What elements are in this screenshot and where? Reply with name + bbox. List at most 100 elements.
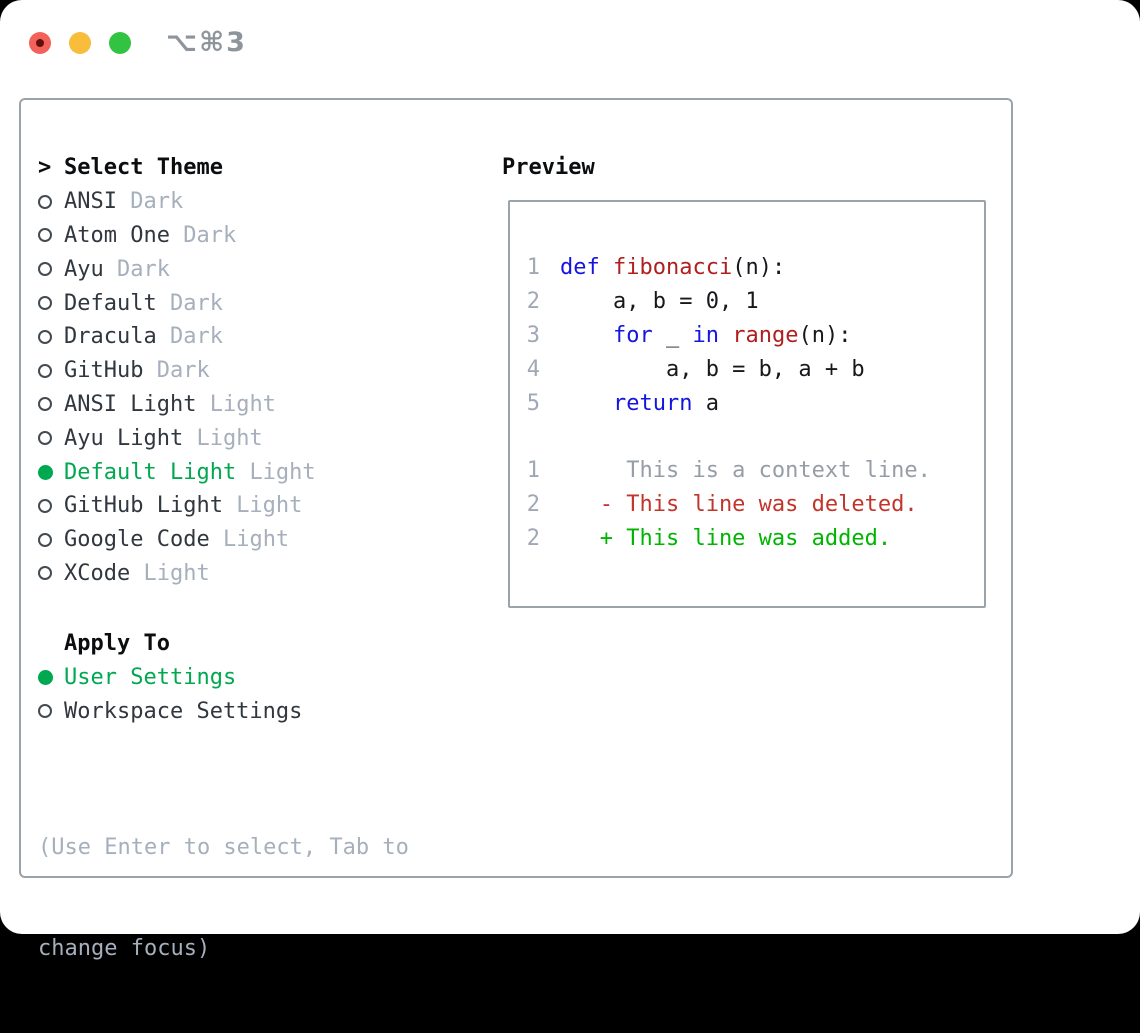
radio-icon xyxy=(38,431,52,446)
theme-variant: Dark xyxy=(156,358,210,384)
line-number: 2 xyxy=(526,525,540,551)
theme-option-atom-one[interactable]: Atom One Dark xyxy=(38,219,316,253)
preview-title: Preview xyxy=(502,155,595,181)
minimize-button[interactable] xyxy=(69,31,91,54)
close-button[interactable] xyxy=(29,31,51,54)
radio-icon xyxy=(38,296,52,311)
focus-caret-icon: > xyxy=(38,155,52,181)
theme-option-default-light[interactable]: Default Light Light xyxy=(38,455,316,489)
theme-variant: Light xyxy=(222,527,290,553)
theme-name: Google Code xyxy=(64,527,223,553)
radio-selected-icon xyxy=(38,464,53,480)
theme-option-github-light[interactable]: GitHub Light Light xyxy=(38,489,316,523)
theme-variant: Light xyxy=(209,391,276,417)
line-number: 2 xyxy=(526,491,540,517)
apply-option-workspace-settings[interactable]: Workspace Settings xyxy=(38,695,302,729)
code-line: 3 for _ in range(n): xyxy=(510,319,984,353)
theme-variant: Dark xyxy=(130,189,184,215)
line-content: + This line was added. xyxy=(560,525,892,551)
unsaved-changes-dot-icon xyxy=(36,38,44,47)
theme-name: Default xyxy=(64,290,170,316)
apply-to-title: Apply To xyxy=(64,631,170,657)
theme-list-header: > Select Theme xyxy=(38,151,316,185)
radio-icon xyxy=(38,397,52,412)
radio-icon xyxy=(38,704,52,719)
theme-option-google-code[interactable]: Google Code Light xyxy=(38,523,316,557)
diff-line: 2 + This line was added. xyxy=(510,521,984,555)
diff-line: 1 This is a context line. xyxy=(510,454,984,488)
theme-name: ANSI xyxy=(64,189,131,215)
window-shortcut-label: ⌥⌘3 xyxy=(166,27,247,58)
code-line: 1 def fibonacci(n): xyxy=(510,251,984,285)
radio-icon xyxy=(38,262,52,277)
theme-name: XCode xyxy=(64,560,144,586)
line-number: 4 xyxy=(526,356,540,382)
theme-option-ansi-light[interactable]: ANSI Light Light xyxy=(38,388,316,422)
radio-selected-icon xyxy=(38,670,53,686)
line-content: - This line was deleted. xyxy=(560,491,918,517)
theme-option-default[interactable]: Default Dark xyxy=(38,286,316,320)
line-content: for _ in range(n): xyxy=(612,322,852,348)
line-content: a, b = b, a + b xyxy=(560,356,865,382)
apply-to-header: Apply To xyxy=(38,627,302,661)
line-number: 1 xyxy=(526,255,540,281)
line-number: 2 xyxy=(526,289,540,315)
theme-option-ansi[interactable]: ANSI Dark xyxy=(38,185,316,219)
hint-line-2: change focus) xyxy=(38,935,211,961)
apply-option-label: User Settings xyxy=(64,665,237,691)
theme-option-github[interactable]: GitHub Dark xyxy=(38,354,316,388)
code-line: 2 a, b = 0, 1 xyxy=(510,285,984,319)
apply-option-label: Workspace Settings xyxy=(64,698,303,724)
radio-icon xyxy=(38,363,52,378)
theme-variant: Dark xyxy=(169,324,223,350)
theme-variant: Dark xyxy=(116,256,170,282)
titlebar: ⌥⌘3 xyxy=(29,27,247,58)
radio-icon xyxy=(38,498,52,513)
line-content: def fibonacci(n): xyxy=(560,255,786,281)
keyboard-hint: (Use Enter to select, Tab to change focu… xyxy=(38,763,409,1033)
theme-name: Default Light xyxy=(64,459,250,485)
theme-name: Ayu xyxy=(64,256,117,282)
theme-option-dracula[interactable]: Dracula Dark xyxy=(38,320,316,354)
theme-variant: Light xyxy=(236,493,303,519)
theme-name: Atom One xyxy=(64,222,184,248)
radio-icon xyxy=(38,329,52,344)
code-line: 5 return a xyxy=(510,386,984,420)
theme-variant: Light xyxy=(196,425,263,451)
diff-line: 2 - This line was deleted. xyxy=(510,488,984,522)
code-line: 4 a, b = b, a + b xyxy=(510,352,984,386)
line-content: a, b = 0, 1 xyxy=(560,289,759,315)
line-content: This is a context line. xyxy=(560,458,931,484)
radio-icon xyxy=(38,228,52,243)
line-number: 1 xyxy=(526,458,540,484)
radio-icon xyxy=(38,566,52,581)
zoom-button[interactable] xyxy=(109,31,131,54)
theme-name: ANSI Light xyxy=(64,391,210,417)
theme-name: GitHub Light xyxy=(64,493,237,519)
line-number: 5 xyxy=(526,390,540,416)
theme-variant: Dark xyxy=(169,290,223,316)
theme-name: Dracula xyxy=(64,324,170,350)
apply-option-user-settings[interactable]: User Settings xyxy=(38,661,302,695)
theme-name: Ayu Light xyxy=(64,425,197,451)
radio-icon xyxy=(38,194,52,209)
theme-option-ayu[interactable]: Ayu Dark xyxy=(38,252,316,286)
theme-name: GitHub xyxy=(64,358,157,384)
theme-list-title: Select Theme xyxy=(64,155,223,181)
theme-variant: Light xyxy=(143,560,210,586)
hint-line-1: (Use Enter to select, Tab to xyxy=(38,834,409,860)
theme-variant: Light xyxy=(249,459,316,485)
theme-option-ayu-light[interactable]: Ayu Light Light xyxy=(38,421,316,455)
theme-option-xcode[interactable]: XCode Light xyxy=(38,557,316,591)
line-number: 3 xyxy=(526,322,540,348)
radio-icon xyxy=(38,532,52,547)
line-content: return a xyxy=(612,390,719,416)
theme-variant: Dark xyxy=(183,222,237,248)
